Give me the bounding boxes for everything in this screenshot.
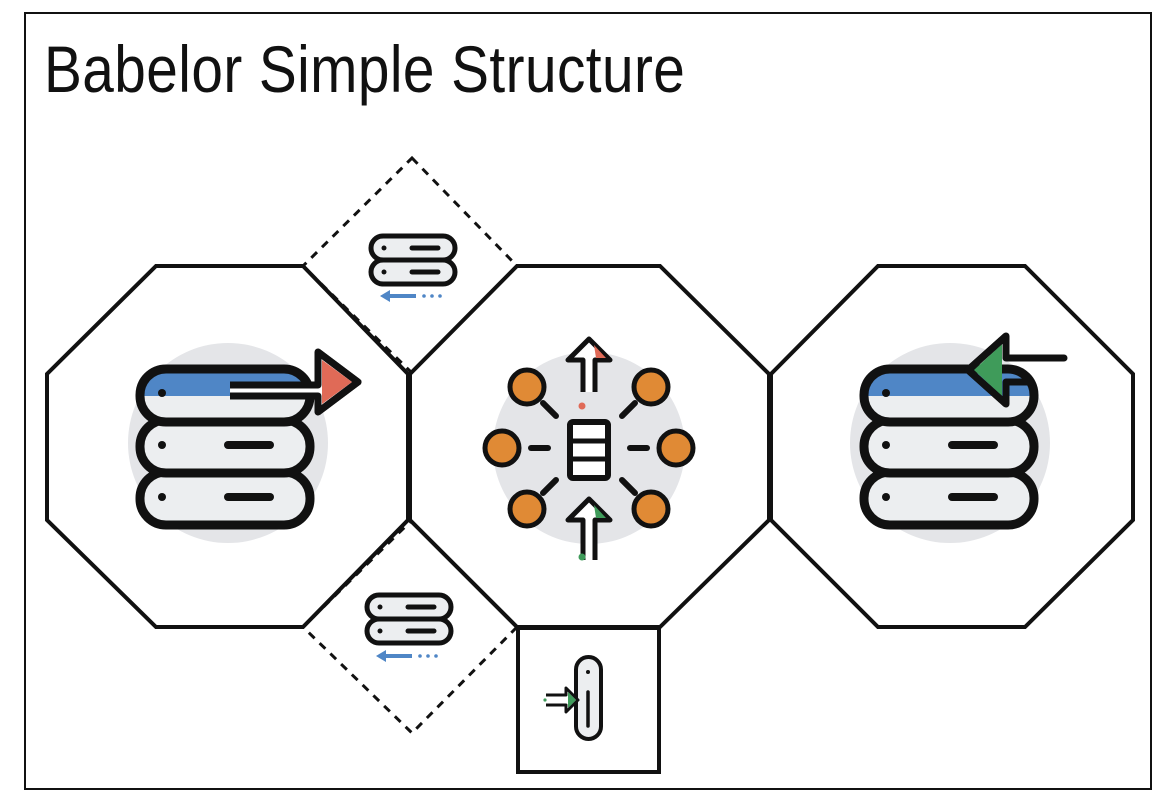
database-return-icon [364, 592, 454, 662]
database-send-icon [128, 343, 362, 543]
database-return-icon [368, 233, 458, 302]
hub-network-icon [482, 336, 696, 561]
input-port-icon [543, 655, 603, 741]
diagram-title: Babelor Simple Structure [44, 32, 686, 106]
database-receive-icon [850, 332, 1068, 543]
